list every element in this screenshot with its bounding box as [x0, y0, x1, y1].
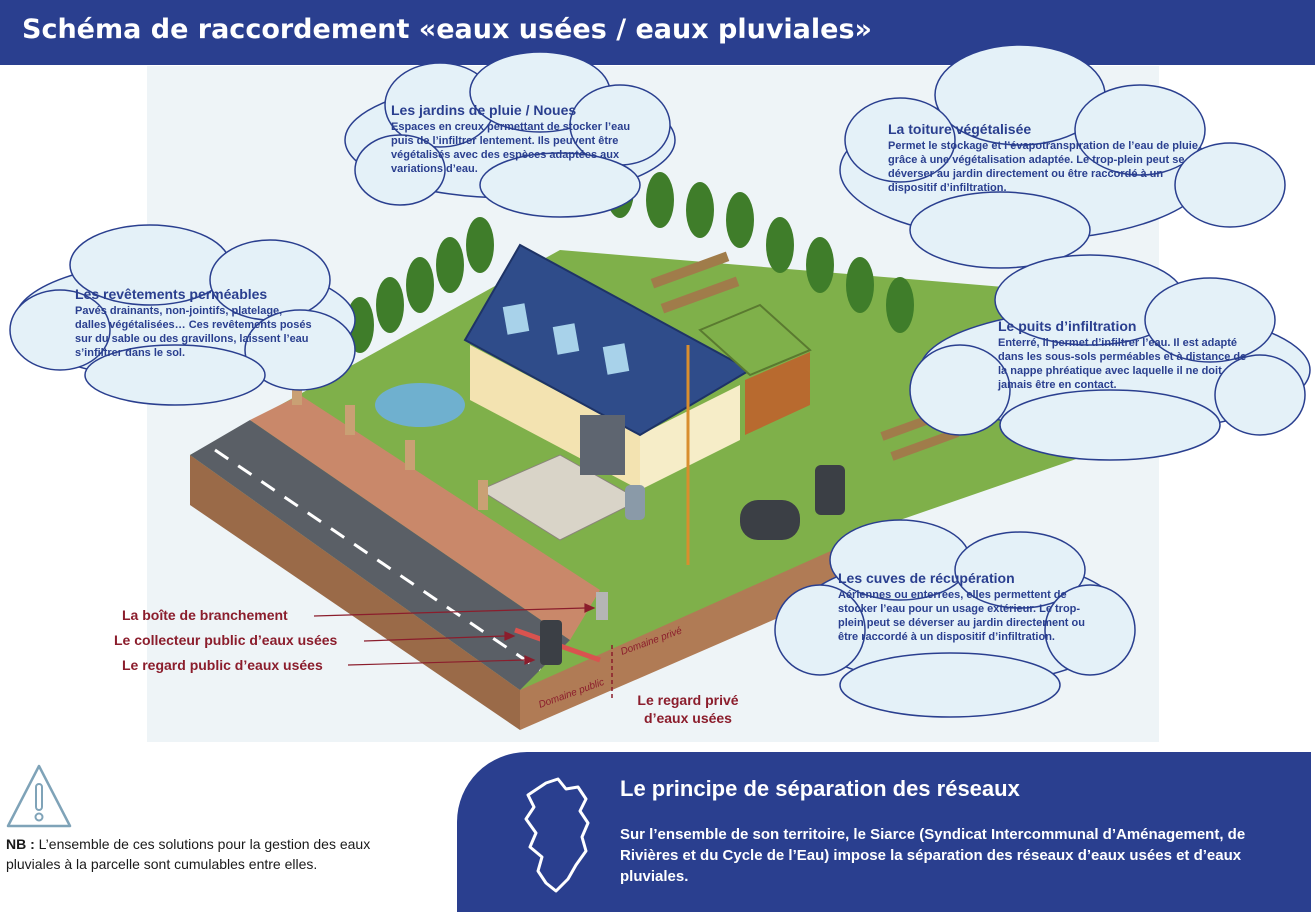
cloud-puits-body: Enterré, il permet d’infiltrer l’eau. Il… [998, 337, 1247, 391]
callout-collecteur-public: Le collecteur public d’eaux usées [114, 632, 338, 648]
page-title: Schéma de raccordement «eaux usées / eau… [22, 14, 872, 45]
cloud-cuves: Les cuves de récupération Aériennes ou e… [838, 570, 1088, 644]
rain-barrel [625, 485, 645, 520]
cloud-revetements-shape [9, 224, 356, 406]
callout-regard-prive: Le regard privé d’eaux usées [637, 692, 739, 726]
callout-lines: Domaine public Domaine privé [313, 603, 684, 711]
cloud-jardins: Les jardins de pluie / Noues Espaces en … [391, 102, 651, 176]
callout-regard-public: Le regard public d’eaux usées [122, 657, 323, 673]
territory-map-icon [524, 777, 590, 893]
cloud-jardins-body: Espaces en creux permettant de stocker l… [391, 121, 631, 175]
nb-text: L’ensemble de ces solutions pour la gest… [6, 836, 371, 872]
house-wall-side [640, 385, 740, 490]
header-bar [0, 0, 1315, 65]
nb-note: NB : L’ensemble de ces solutions pour la… [6, 834, 406, 874]
public-manhole [540, 620, 562, 665]
annex-wall [745, 352, 810, 435]
road [190, 420, 570, 690]
sidewalk [250, 395, 600, 640]
cloud-toiture-shape [839, 44, 1286, 269]
road-marking [214, 448, 541, 672]
cloud-revetements: Les revêtements perméables Pavés drainan… [75, 286, 315, 360]
cloud-puits: Le puits d’infiltration Enterré, il perm… [998, 318, 1248, 392]
warning-triangle-icon [6, 764, 72, 828]
cloud-cuves-body: Aériennes ou enterrées, elles permettent… [838, 589, 1085, 643]
cloud-cuves-shape [774, 519, 1136, 718]
cloud-jardins-title: Les jardins de pluie / Noues [391, 102, 577, 118]
cloud-puits-shape [909, 254, 1311, 461]
domain-private-label: Domaine privé [619, 625, 684, 658]
domain-public-label: Domaine public [537, 677, 606, 711]
cloud-puits-title: Le puits d’infiltration [998, 318, 1137, 334]
rain-garden-pond [375, 383, 465, 427]
cloud-jardins-shape [344, 51, 676, 218]
principle-text: Sur l’ensemble de son territoire, le Sia… [620, 826, 1246, 885]
cloud-revetements-title: Les revêtements perméables [75, 286, 268, 302]
green-roof [698, 303, 812, 377]
cloud-toiture-body: Permet le stockage et l’évapotranspirati… [888, 140, 1198, 194]
cloud-toiture: La toiture végétalisée Permet le stockag… [888, 121, 1208, 195]
ground-side-left [190, 455, 520, 730]
garage-door [580, 415, 625, 475]
cloud-cuves-title: Les cuves de récupération [838, 570, 1015, 586]
cloud-toiture-title: La toiture végétalisée [888, 121, 1032, 137]
underground-tank [740, 500, 800, 540]
roof-window [502, 303, 530, 335]
ground-side-right [520, 520, 900, 730]
infiltration-well [815, 465, 845, 515]
principle-title: Le principe de séparation des réseaux [620, 776, 1020, 801]
callout-boite-branchement: La boîte de branchement [122, 607, 288, 623]
principle-box [457, 752, 1311, 912]
cloud-bubbles [9, 44, 1311, 718]
scene-drawing [190, 162, 1160, 730]
cloud-revetements-body: Pavés drainants, non-jointifs, platelage… [75, 305, 312, 359]
branch-box [596, 592, 608, 620]
roof-window [602, 343, 630, 375]
nb-prefix: NB : [6, 836, 35, 852]
roof-window [552, 323, 580, 355]
